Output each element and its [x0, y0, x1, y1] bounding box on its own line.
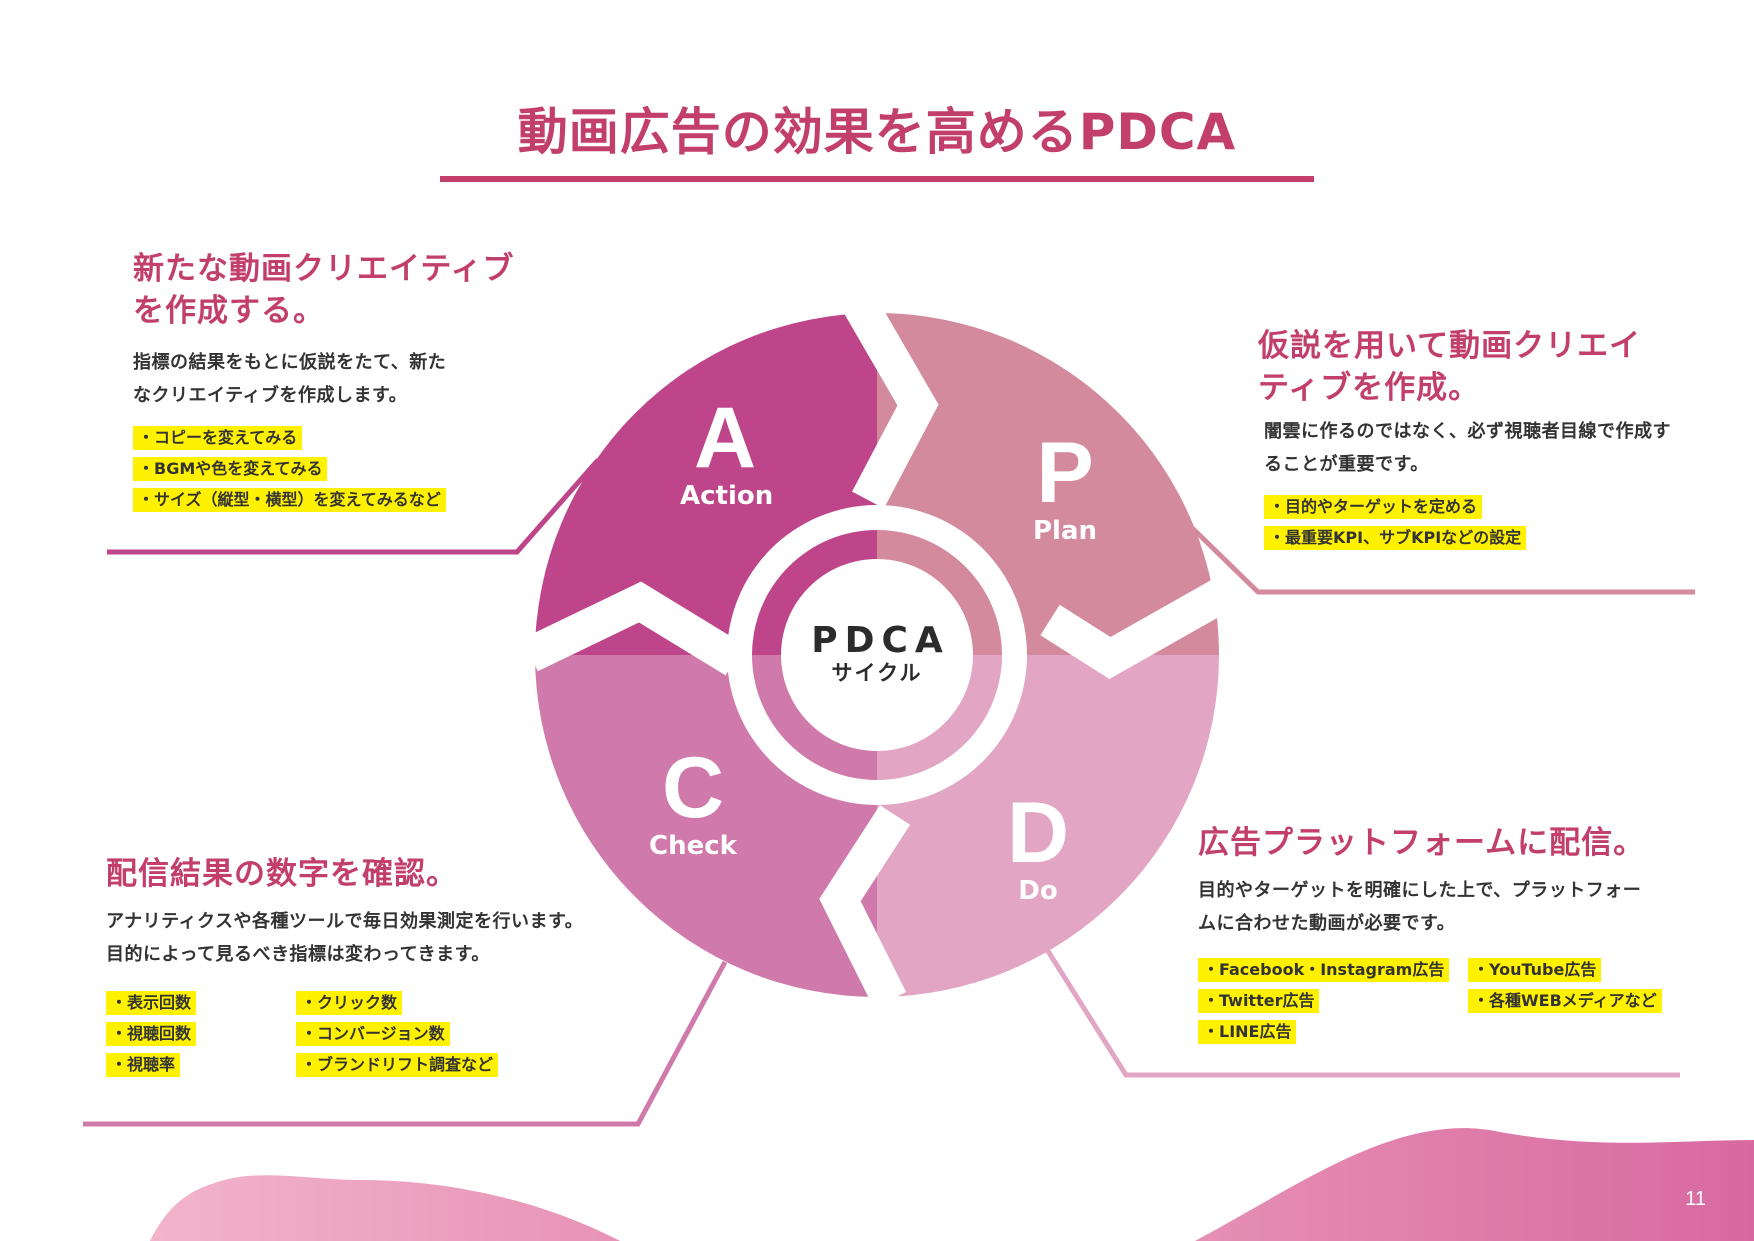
segment-check-name: Check	[649, 831, 737, 861]
center-circle	[781, 559, 973, 751]
do-tag-col2: ・YouTube広告 ・各種WEBメディアなど	[1468, 958, 1662, 1044]
check-tag: ・クリック数	[296, 991, 403, 1015]
check-tag: ・視聴回数	[106, 1022, 197, 1046]
check-tag-col2: ・クリック数 ・コンバージョン数 ・ブランドリフト調査など	[296, 991, 499, 1077]
segment-check-label: C Check	[648, 745, 738, 861]
center-subtitle: サイクル	[831, 661, 923, 685]
do-tag: ・各種WEBメディアなど	[1468, 989, 1662, 1013]
plan-tag: ・最重要KPI、サブKPIなどの設定	[1264, 526, 1527, 550]
section-plan: 仮説を用いて動画クリエイ ティブを作成。 闇雲に作るのではなく、必ず視聴者目線で…	[1258, 325, 1728, 550]
plan-tag-list: ・目的やターゲットを定める ・最重要KPI、サブKPIなどの設定	[1258, 495, 1728, 550]
action-body-line1: 指標の結果をもとに仮説をたて、新た	[133, 352, 447, 373]
check-heading: 配信結果の数字を確認。	[106, 856, 458, 892]
do-tag-columns: ・Facebook・Instagram広告 ・Twitter広告 ・LINE広告…	[1198, 958, 1738, 1044]
connector-plan	[1182, 518, 1695, 595]
page-title: 動画広告の効果を高めるPDCA	[517, 103, 1237, 161]
do-body-line1: 目的やターゲットを明確にした上で、プラットフォー	[1198, 880, 1642, 901]
check-tag-col1: ・表示回数 ・視聴回数 ・視聴率	[106, 991, 296, 1077]
center-label: PDCA サイクル	[797, 622, 957, 686]
check-tag: ・ブランドリフト調査など	[296, 1053, 499, 1077]
segment-plan-letter: P	[1036, 425, 1094, 521]
gap-left	[522, 581, 745, 676]
do-body-line2: ムに合わせた動画が必要です。	[1198, 913, 1456, 934]
plan-heading-line1: 仮説を用いて動画クリエイ	[1258, 328, 1642, 364]
segment-action-label: A Action	[680, 390, 774, 511]
do-tag: ・Twitter広告	[1198, 989, 1320, 1013]
check-tag: ・コンバージョン数	[296, 1022, 450, 1046]
plan-tag: ・目的やターゲットを定める	[1264, 495, 1483, 519]
center-title: PDCA	[811, 620, 950, 661]
segment-check-letter: C	[661, 740, 725, 836]
check-body-line2: 目的によって見るべき指標は変わってきます。	[106, 944, 490, 965]
plan-body-line2: ることが重要です。	[1264, 454, 1429, 475]
do-tag: ・Facebook・Instagram広告	[1198, 958, 1450, 982]
plan-body-line1: 闇雲に作るのではなく、必ず視聴者目線で作成す	[1264, 421, 1671, 442]
section-action: 新たな動画クリエイティブ を作成する。 指標の結果をもとに仮説をたて、新た なク…	[133, 248, 593, 512]
connector-check	[83, 960, 728, 1127]
segment-plan-name: Plan	[1032, 516, 1098, 546]
check-body-line1: アナリティクスや各種ツールで毎日効果測定を行います。	[106, 911, 584, 932]
do-heading: 広告プラットフォームに配信。	[1198, 825, 1646, 861]
action-tag-list: ・コピーを変えてみる ・BGMや色を変えてみる ・サイズ（縦型・横型）を変えてみ…	[133, 426, 593, 512]
check-tag-columns: ・表示回数 ・視聴回数 ・視聴率 ・クリック数 ・コンバージョン数 ・ブランドリ…	[106, 991, 666, 1077]
plan-heading-line2: ティブを作成。	[1258, 370, 1481, 406]
do-tag-col1: ・Facebook・Instagram広告 ・Twitter広告 ・LINE広告	[1198, 958, 1468, 1044]
section-do: 広告プラットフォームに配信。 目的やターゲットを明確にした上で、プラットフォー …	[1198, 822, 1738, 1044]
wave-right	[1195, 1128, 1754, 1241]
segment-do-letter: D	[1006, 785, 1070, 881]
wave-left-body	[155, 1175, 620, 1241]
action-tag: ・サイズ（縦型・横型）を変えてみるなど	[133, 488, 446, 512]
connector-action	[107, 458, 600, 555]
section-check: 配信結果の数字を確認。 アナリティクスや各種ツールで毎日効果測定を行います。 目…	[106, 853, 666, 1077]
gap-top	[844, 295, 939, 509]
do-tag: ・LINE広告	[1198, 1020, 1297, 1044]
action-heading-line1: 新たな動画クリエイティブ	[133, 251, 515, 287]
segment-do-name: Do	[1018, 876, 1058, 906]
check-tag: ・視聴率	[106, 1053, 181, 1077]
connector-do	[1043, 946, 1680, 1078]
title-underline	[440, 176, 1314, 182]
action-tag: ・BGMや色を変えてみる	[133, 457, 328, 481]
check-tag: ・表示回数	[106, 991, 197, 1015]
segment-action-name: Action	[680, 481, 774, 511]
segment-action-letter: A	[693, 390, 757, 486]
action-body-line2: なクリエイティブを作成します。	[133, 385, 408, 406]
action-tag: ・コピーを変えてみる	[133, 426, 303, 450]
gap-bottom	[819, 805, 911, 1009]
segment-plan-label: P Plan	[1020, 430, 1110, 546]
page-number: 11	[1685, 1188, 1706, 1210]
action-heading-line2: を作成する。	[133, 293, 325, 329]
segment-do-label: D Do	[993, 790, 1083, 906]
gap-right	[1040, 574, 1239, 679]
do-tag: ・YouTube広告	[1468, 958, 1602, 982]
